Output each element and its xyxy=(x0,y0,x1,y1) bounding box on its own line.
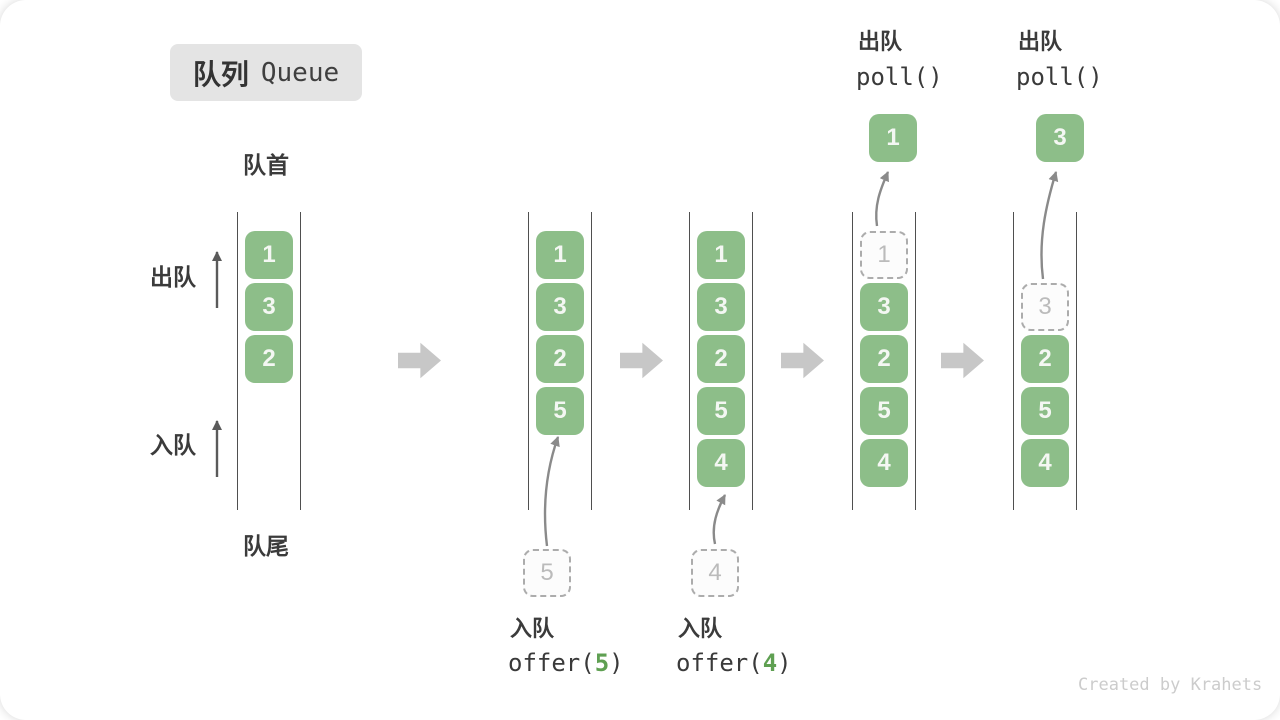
queue-cell: 2 xyxy=(860,335,908,383)
pending-enqueue-box: 5 xyxy=(523,549,571,597)
code-text: ) xyxy=(777,649,792,677)
queue-cell: 2 xyxy=(536,335,584,383)
polled-item-box: 1 xyxy=(869,114,917,162)
enqueue-op-label: 入队 xyxy=(678,616,723,641)
queue-cell: 5 xyxy=(1021,387,1069,435)
transition-arrow-icon xyxy=(941,342,984,379)
title-english: Queue xyxy=(260,57,340,88)
code-text: offer( xyxy=(508,649,595,677)
dequeue-op-code: poll() xyxy=(856,63,943,91)
queue-cell: 3 xyxy=(536,283,584,331)
queue-cell: 5 xyxy=(860,387,908,435)
queue-cell: 3 xyxy=(860,283,908,331)
pending-enqueue-box: 4 xyxy=(691,549,739,597)
transition-arrow-icon xyxy=(781,342,824,379)
queue-cell: 5 xyxy=(536,387,584,435)
dequeue-op-code: poll() xyxy=(1016,63,1103,91)
transition-arrow-icon xyxy=(398,342,441,379)
queue-cell: 4 xyxy=(1021,439,1069,487)
title-chinese: 队列 xyxy=(192,58,249,90)
queue-cell: 4 xyxy=(697,439,745,487)
queue-rear-label: 队尾 xyxy=(243,533,289,559)
dequeue-side-label: 出队 xyxy=(150,264,196,290)
enqueue-side-label: 入队 xyxy=(150,432,196,458)
code-arg: 4 xyxy=(762,649,778,677)
queue-cell: 4 xyxy=(860,439,908,487)
queue-cell: 2 xyxy=(245,335,293,383)
polled-item-box: 3 xyxy=(1036,114,1084,162)
diagram-title: 队列 Queue xyxy=(170,44,362,101)
code-arg: 5 xyxy=(594,649,610,677)
enqueue-op-code: offer(5) xyxy=(508,649,624,677)
dequeue-op-label: 出队 xyxy=(858,29,903,54)
queue-cell: 1 xyxy=(697,231,745,279)
code-text: offer( xyxy=(676,649,763,677)
queue-cell: 2 xyxy=(1021,335,1069,383)
queue-cell: 2 xyxy=(697,335,745,383)
queue-front-label: 队首 xyxy=(243,152,289,178)
queue-cell-removed: 1 xyxy=(860,231,908,279)
queue-cell: 5 xyxy=(697,387,745,435)
queue-cell: 3 xyxy=(245,283,293,331)
dequeue-op-label: 出队 xyxy=(1018,29,1063,54)
queue-cell: 3 xyxy=(697,283,745,331)
enqueue-op-label: 入队 xyxy=(510,616,555,641)
queue-cell-removed: 3 xyxy=(1021,283,1069,331)
code-text: ) xyxy=(609,649,624,677)
transition-arrow-icon xyxy=(620,342,663,379)
queue-cell: 1 xyxy=(245,231,293,279)
credit-text: Created by Krahets xyxy=(1078,675,1263,695)
queue-cell: 1 xyxy=(536,231,584,279)
enqueue-op-code: offer(4) xyxy=(676,649,792,677)
